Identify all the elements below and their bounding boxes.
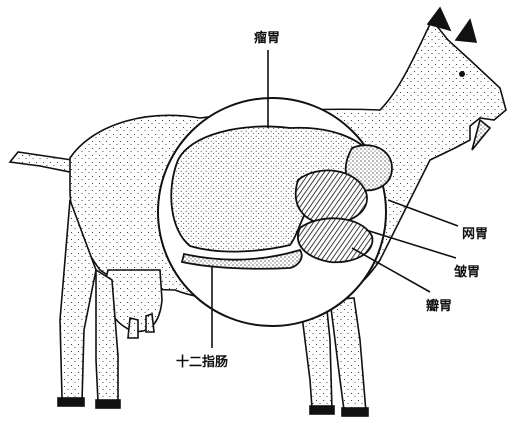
stomach-organs <box>171 127 392 269</box>
abomasum-label: 皱胃 <box>453 264 480 280</box>
rumen-label: 瘤胃 <box>254 30 280 46</box>
omasum-shape <box>296 170 367 224</box>
omasum-label: 瓣胃 <box>426 298 452 314</box>
reticulum-label: 网胃 <box>462 227 488 242</box>
duodenum-label: 十二指肠 <box>176 354 228 370</box>
